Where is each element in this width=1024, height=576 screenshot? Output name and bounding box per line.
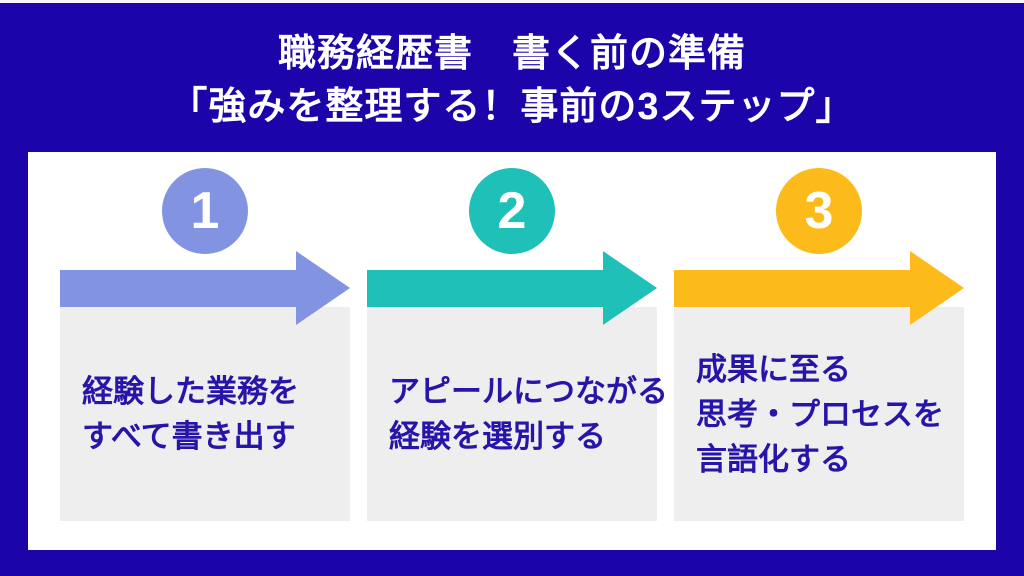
content-panel: 1 経験した業務を すべて書き出す 2 アピールにつながる 経験を — [28, 152, 996, 550]
step2-number-badge: 2 — [469, 168, 555, 254]
step3-text-line: 成果に至る — [696, 351, 851, 387]
step1-right-arrow-bar — [60, 270, 296, 307]
step1-description-box: 経験した業務を すべて書き出す — [60, 307, 350, 521]
step1-right-arrow-icon — [296, 251, 350, 325]
step3-description: 成果に至る 思考・プロセスを 言語化する — [674, 347, 944, 482]
step2-right-arrow-icon — [603, 251, 657, 325]
top-edge-strip — [0, 0, 1024, 3]
step1-text-line: 経験した業務を — [82, 374, 299, 409]
step3-number: 3 — [804, 182, 834, 240]
page-title-line1: 職務経歴書 書く前の準備 — [277, 33, 746, 75]
step3-right-arrow-icon — [910, 251, 964, 325]
step2-text-line: 経験を選別する — [389, 419, 606, 454]
page-title-line2: 「強みを整理する！事前の3ステップ」 — [169, 86, 855, 128]
step3-number-badge: 3 — [776, 168, 862, 254]
step1-description: 経験した業務を すべて書き出す — [60, 369, 299, 459]
step3-text-line: 思考・プロセスを — [696, 396, 944, 432]
step2-description-box: アピールにつながる 経験を選別する — [367, 307, 668, 521]
step2-right-arrow-bar — [367, 270, 603, 307]
step2-text-line: アピールにつながる — [389, 374, 668, 409]
step2-number: 2 — [497, 182, 527, 240]
step3-description-box: 成果に至る 思考・プロセスを 言語化する — [674, 307, 964, 521]
step1-text-line: すべて書き出す — [82, 419, 296, 454]
step3-text-line: 言語化する — [696, 441, 851, 477]
step-column-3: 3 成果に至る 思考・プロセスを 言語化する — [674, 152, 964, 550]
step-column-2: 2 アピールにつながる 経験を選別する — [367, 152, 668, 550]
step2-description: アピールにつながる 経験を選別する — [367, 369, 668, 459]
step1-number: 1 — [190, 182, 220, 240]
step1-number-badge: 1 — [162, 168, 248, 254]
step-column-1: 1 経験した業務を すべて書き出す — [60, 152, 350, 550]
step3-right-arrow-bar — [674, 270, 910, 307]
